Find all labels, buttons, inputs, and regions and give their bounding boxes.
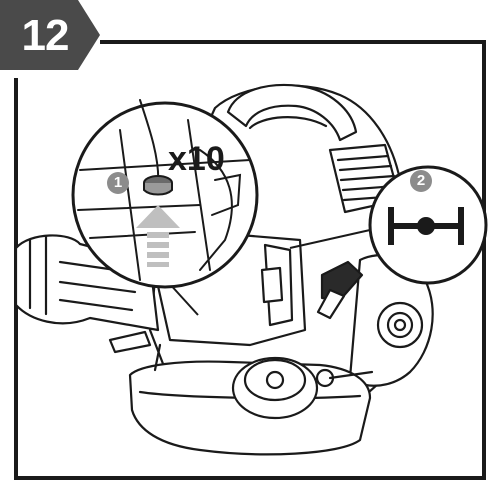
step-tab-shape [0,0,100,70]
callout-badge-2: 2 [410,170,432,192]
centered-position-icon [388,207,464,245]
panel-frame [14,40,486,480]
up-arrow-icon [136,205,180,267]
callout-badge-1: 1 [107,172,129,194]
zoom-circle [71,101,259,289]
step-number: 12 [21,11,70,60]
step-tab: 12 [0,0,100,70]
repeat-label: x10 [168,140,225,178]
adjust-leader [289,229,371,249]
